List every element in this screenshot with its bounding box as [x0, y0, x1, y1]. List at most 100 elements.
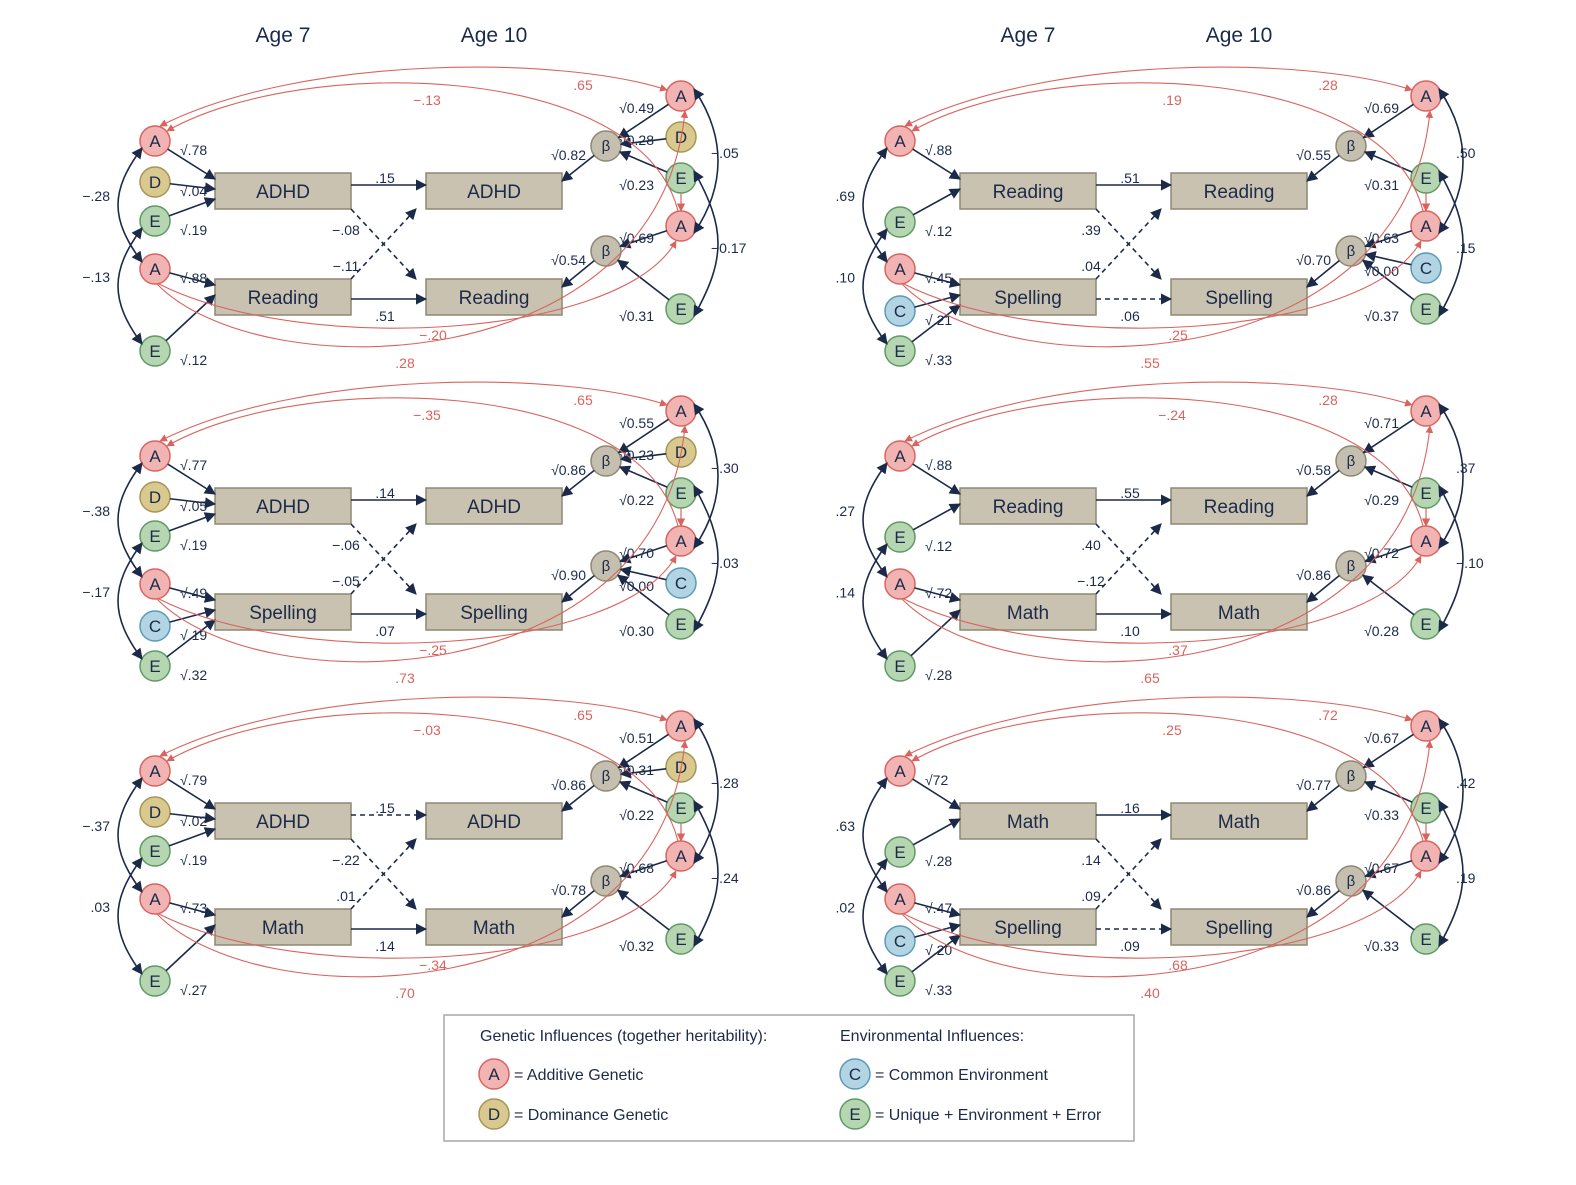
box-label: Spelling — [460, 603, 528, 624]
box-label: Math — [473, 918, 515, 939]
beta-residual-2: β — [1335, 235, 1367, 267]
box-age7-trait2: Math — [959, 593, 1097, 631]
left2-additive-genetic-factor-letter: A — [149, 260, 161, 279]
right1-path-E — [618, 780, 668, 803]
left1-additive-genetic-factor-letter: A — [894, 132, 906, 151]
left1-additive-genetic-factor-letter: A — [894, 762, 906, 781]
right1-unique-environment-factor: E — [1410, 477, 1442, 509]
left1-coef-E: √.28 — [925, 853, 952, 869]
left1-coef-D: √.05 — [180, 498, 207, 514]
cross-lag-up — [350, 208, 417, 280]
beta-residual-2-symbol: β — [602, 873, 611, 890]
right1-path-E — [618, 465, 668, 488]
left2-coef-A: √.47 — [925, 900, 952, 916]
right1-path-E — [1363, 150, 1413, 173]
left-genetic-correlation — [862, 777, 888, 893]
right-env-corr-label: −.10 — [1456, 555, 1484, 571]
genetic-path-top-cross — [166, 712, 679, 842]
left2-coef-E: √.12 — [180, 352, 207, 368]
left2-path-A — [169, 902, 217, 918]
left2-unique-environment-factor-letter: E — [894, 342, 905, 361]
right2-path-E — [616, 259, 670, 301]
genetic-coef-bot-long: .28 — [395, 355, 415, 371]
genetic-path-bot-cross — [903, 555, 1422, 644]
left-env-corr-label: .10 — [836, 270, 856, 286]
right1-additive-genetic-factor-letter: A — [675, 87, 687, 106]
right-genetic-correlation — [1438, 88, 1464, 234]
left1-additive-genetic-factor: A — [884, 125, 916, 157]
beta2-coef: √0.54 — [551, 252, 586, 268]
legend-item-additive-genetic: A= Additive Genetic — [478, 1058, 643, 1090]
left1-dominance-genetic-factor-letter: D — [149, 488, 161, 507]
right2-unique-environment-factor: E — [1410, 293, 1442, 325]
genetic-path-top-cross — [911, 397, 1424, 527]
box-age10-trait2: Math — [425, 908, 563, 946]
beta1-to-box — [1306, 784, 1340, 812]
right2-path-A — [1364, 229, 1413, 249]
left2-common-environment-factor-letter: C — [894, 302, 906, 321]
left1-coef-E: √.19 — [180, 852, 207, 868]
left2-path-E — [911, 934, 961, 973]
genetic-coef-top-cross: .19 — [1162, 92, 1182, 108]
right1-coef-A: √0.55 — [619, 415, 654, 431]
beta-residual-2: β — [590, 235, 622, 267]
legend-swatch-letter: C — [849, 1065, 861, 1084]
legend-item-common-environment: C= Common Environment — [839, 1058, 1049, 1090]
beta1-to-box — [561, 154, 595, 182]
right1-coef-E: √0.33 — [1364, 807, 1399, 823]
right2-path-A — [619, 229, 668, 249]
genetic-path-top-long — [159, 66, 668, 127]
beta1-coef: √0.82 — [551, 147, 586, 163]
left1-coef-A: √.77 — [180, 457, 207, 473]
box-label: Spelling — [994, 288, 1062, 309]
left-genetic-correlation — [862, 462, 888, 578]
genetic-path-top-long — [904, 66, 1413, 127]
box-age10-trait2: Spelling — [1170, 908, 1308, 946]
beta2-to-box — [561, 889, 595, 918]
cross-lag-up — [350, 838, 417, 910]
left1-additive-genetic-factor: A — [884, 755, 916, 787]
right2-additive-genetic-factor: A — [1410, 840, 1442, 872]
left2-common-environment-factor-letter: C — [149, 617, 161, 636]
right2-unique-environment-factor: E — [665, 923, 697, 955]
left2-additive-genetic-factor-letter: A — [149, 575, 161, 594]
left1-coef-A: √72 — [925, 772, 948, 788]
beta1-to-box — [1306, 154, 1340, 182]
beta2-coef: √0.90 — [551, 567, 586, 583]
right-env-corr-label: .19 — [1456, 870, 1476, 886]
cross-coef-down: .14 — [1081, 852, 1101, 868]
legend-env-title: Environmental Influences: — [840, 1028, 1024, 1045]
left2-path-E — [911, 304, 961, 343]
left1-unique-environment-factor: E — [884, 521, 916, 553]
left-env-correlation — [117, 857, 143, 975]
left1-additive-genetic-factor-letter: A — [149, 762, 161, 781]
genetic-path-bot-cross — [158, 870, 677, 959]
stability-coef-1: .16 — [1120, 800, 1140, 816]
right1-unique-environment-factor-letter: E — [1420, 484, 1431, 503]
right1-unique-environment-factor: E — [665, 792, 697, 824]
right-genetic-corr-label: −.30 — [711, 460, 739, 476]
left1-additive-genetic-factor: A — [884, 440, 916, 472]
left2-unique-environment-factor: E — [139, 335, 171, 367]
legend-genetic-title: Genetic Influences (together heritabilit… — [480, 1028, 767, 1045]
box-label: Spelling — [994, 918, 1062, 939]
left1-path-A — [912, 148, 961, 180]
box-label: Math — [1007, 812, 1049, 833]
cross-coef-up: .09 — [1081, 888, 1101, 904]
beta-residual-2-symbol: β — [602, 243, 611, 260]
left2-path-E — [166, 619, 216, 658]
box-age7-trait1: ADHD — [214, 802, 352, 840]
left2-additive-genetic-factor-letter: A — [894, 890, 906, 909]
left1-unique-environment-factor-letter: E — [149, 842, 160, 861]
legend-swatch-letter: D — [488, 1105, 500, 1124]
right2-path-A — [619, 544, 668, 564]
stability-coef-2: .10 — [1120, 623, 1140, 639]
genetic-coef-top-cross: −.24 — [1158, 407, 1186, 423]
genetic-path-top-cross — [911, 82, 1424, 212]
right-env-correlation — [693, 485, 719, 632]
left2-additive-genetic-factor: A — [884, 883, 916, 915]
right2-unique-environment-factor-letter: E — [1420, 930, 1431, 949]
